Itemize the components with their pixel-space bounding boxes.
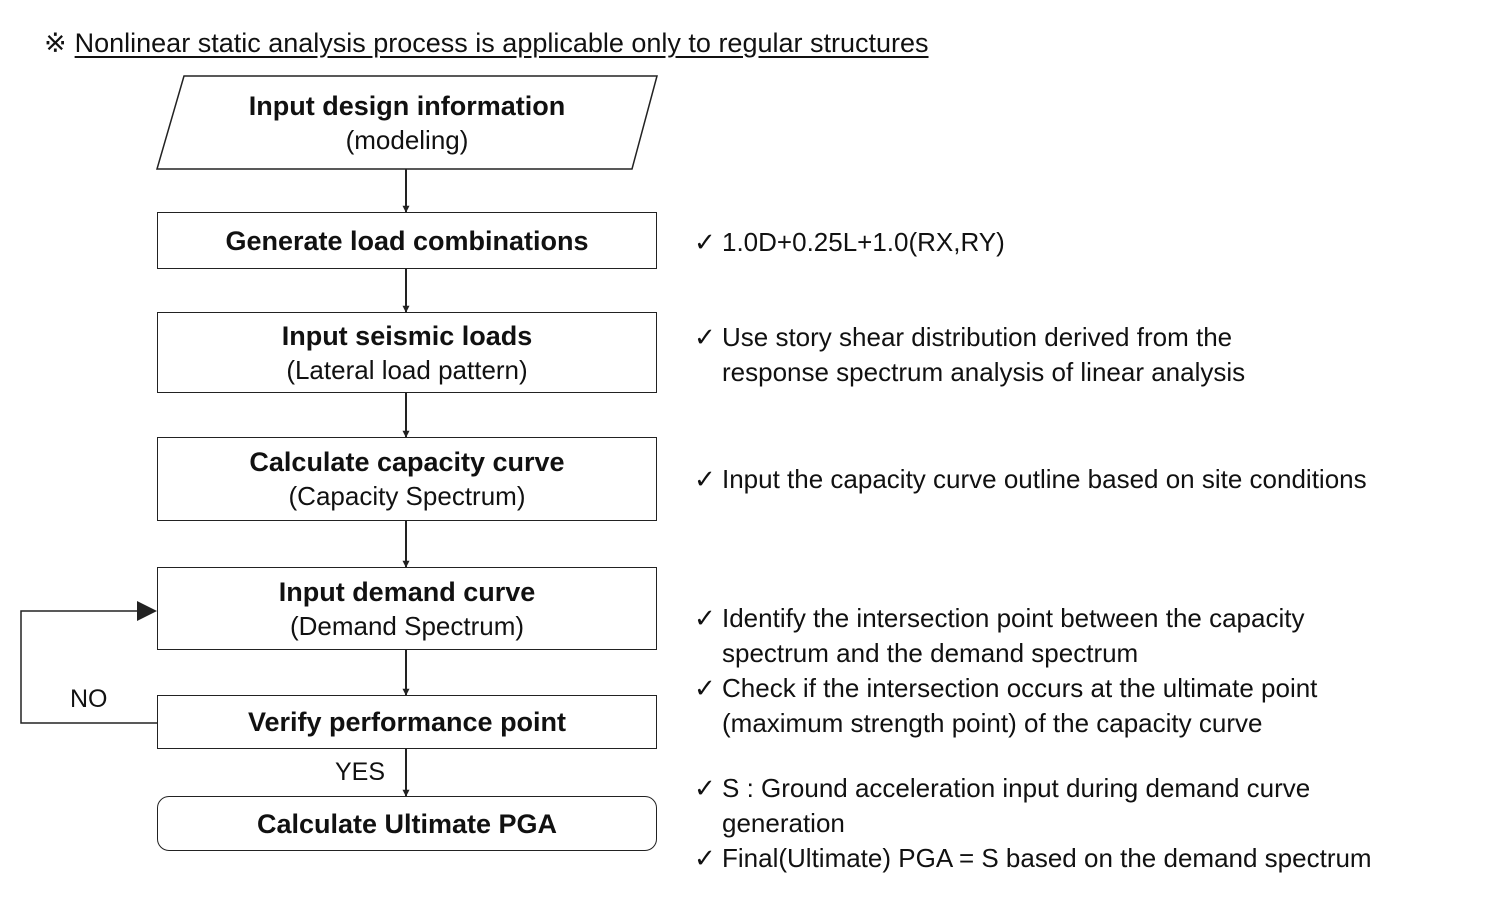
note-line: (maximum strength point) of the capacity…: [722, 708, 1263, 738]
verify-performance-title: Verify performance point: [247, 707, 567, 737]
note-ultimate-check: ✓Check if the intersection occurs at the…: [694, 671, 1317, 741]
verify-performance-box: Verify performance point: [157, 695, 657, 749]
check-icon: ✓: [694, 673, 716, 703]
header-note: ※Nonlinear static analysis process is ap…: [44, 26, 929, 60]
no-label: NO: [70, 685, 108, 713]
check-icon: ✓: [694, 603, 716, 633]
check-icon: ✓: [694, 773, 716, 803]
no-loop-arrow: [20, 601, 157, 724]
seismic-loads-subtitle: (Lateral load pattern): [286, 354, 528, 385]
capacity-curve-subtitle: (Capacity Spectrum): [288, 481, 526, 511]
capacity-curve-title: Calculate capacity curve: [249, 447, 565, 477]
note-line: Input the capacity curve outline based o…: [722, 464, 1367, 494]
load-combinations-box: Generate load combinations: [157, 212, 657, 269]
yes-label: YES: [335, 758, 386, 786]
note-seismic: ✓Use story shear distribution derived fr…: [694, 320, 1245, 390]
input-design-shape: [156, 75, 658, 170]
note-final-pga: ✓Final(Ultimate) PGA = S based on the de…: [694, 841, 1372, 876]
seismic-loads-title: Input seismic loads: [281, 320, 533, 351]
note-line: Check if the intersection occurs at the …: [722, 673, 1318, 703]
check-icon: ✓: [694, 322, 716, 352]
demand-curve-box: Input demand curve (Demand Spectrum): [157, 567, 657, 650]
note-line: spectrum and the demand spectrum: [722, 638, 1139, 668]
load-combinations-title: Generate load combinations: [225, 225, 589, 256]
note-ground-acc: ✓S : Ground acceleration input during de…: [694, 771, 1310, 841]
check-icon: ✓: [694, 464, 716, 494]
reference-mark-icon: ※: [44, 28, 67, 58]
note-line: Final(Ultimate) PGA = S based on the dem…: [722, 843, 1372, 873]
note-line: S : Ground acceleration input during dem…: [722, 773, 1311, 803]
note-line: Use story shear distribution derived fro…: [722, 322, 1233, 352]
input-design-title: Input design information: [248, 90, 566, 121]
check-icon: ✓: [694, 227, 716, 257]
ultimate-pga-box: Calculate Ultimate PGA: [157, 796, 657, 851]
demand-curve-title: Input demand curve: [278, 576, 536, 607]
note-line: generation: [722, 808, 845, 838]
note-line: Identify the intersection point between …: [722, 603, 1305, 633]
note-capacity: ✓Input the capacity curve outline based …: [694, 462, 1367, 497]
note-line: response spectrum analysis of linear ana…: [722, 357, 1246, 387]
capacity-curve-box: Calculate capacity curve (Capacity Spect…: [157, 437, 657, 521]
input-design-box: Input design information (modeling): [157, 76, 657, 169]
note-load-combo: ✓1.0D+0.25L+1.0(RX,RY): [694, 225, 1005, 260]
seismic-loads-box: Input seismic loads (Lateral load patter…: [157, 312, 657, 393]
header-note-text: Nonlinear static analysis process is app…: [74, 28, 929, 58]
demand-curve-subtitle: (Demand Spectrum): [289, 610, 525, 641]
input-design-subtitle: (modeling): [345, 124, 469, 155]
check-icon: ✓: [694, 843, 716, 873]
note-intersection: ✓Identify the intersection point between…: [694, 601, 1304, 671]
ultimate-pga-title: Calculate Ultimate PGA: [256, 808, 558, 839]
note-line: 1.0D+0.25L+1.0(RX,RY): [722, 227, 1005, 257]
